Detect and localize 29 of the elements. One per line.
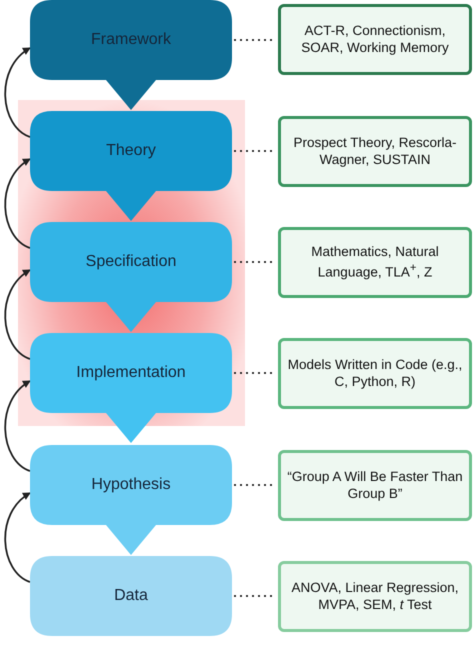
curved-arrow — [4, 492, 31, 583]
example-box: Mathematics, Natural Language, TLA$^{+}$, Z — [278, 227, 472, 298]
stage-label: Implementation — [76, 364, 186, 382]
curved-arrow — [4, 269, 31, 360]
dotted-connector — [234, 39, 274, 41]
speech-bubble — [30, 556, 232, 636]
example-box: ANOVA, Linear Regression, MVPA, SEM, t Test — [278, 561, 472, 632]
example-box: Models Written in Code (e.g., C, Python, R) — [278, 338, 472, 409]
stage-label: Theory — [106, 142, 156, 160]
curved-arrow — [4, 47, 31, 138]
example-box: ACT-R, Connectionism, SOAR, Working Memory — [278, 4, 472, 75]
dotted-connector — [234, 150, 274, 152]
speech-bubble — [30, 222, 232, 332]
speech-bubble — [30, 445, 232, 555]
speech-bubble — [30, 333, 232, 443]
stage-label: Framework — [90, 31, 171, 49]
curved-arrow — [4, 380, 31, 472]
stage-label: Hypothesis — [91, 476, 171, 494]
dotted-connector — [234, 261, 274, 263]
speech-bubble — [30, 111, 232, 221]
stage-label: Data — [114, 587, 148, 605]
dotted-connector — [234, 372, 274, 374]
curved-arrow — [4, 158, 31, 249]
stage-label: Specification — [86, 253, 176, 271]
example-box: “Group A Will Be Faster Than Group B” — [278, 450, 472, 521]
dotted-connector — [234, 595, 274, 597]
example-box: Prospect Theory, Rescorla-Wagner, SUSTAIN — [278, 116, 472, 187]
dotted-connector — [234, 484, 274, 486]
speech-bubble — [30, 0, 232, 110]
